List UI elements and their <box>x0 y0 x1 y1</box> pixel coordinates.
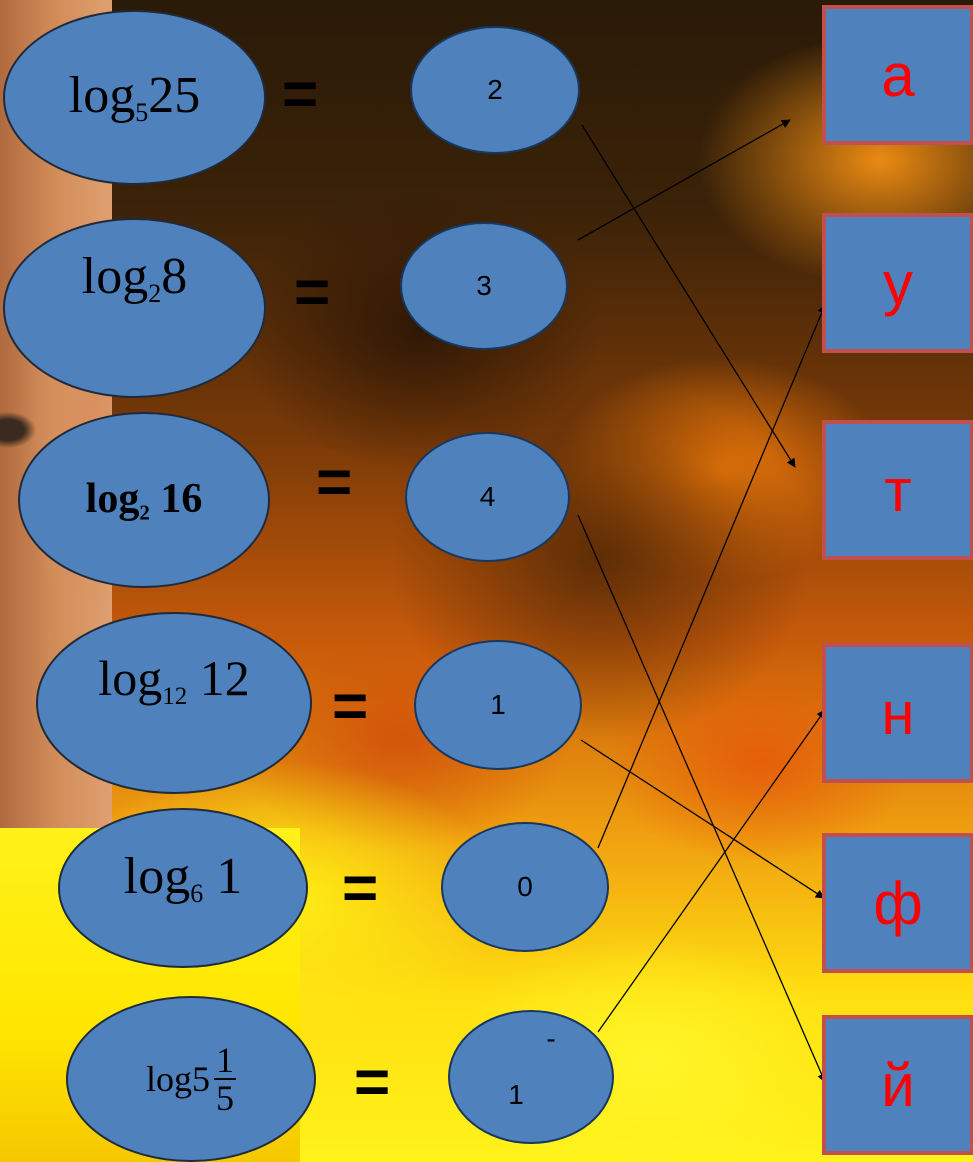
log-argument: 25 <box>148 67 201 125</box>
letter-box-i[interactable]: й <box>822 1015 973 1155</box>
arrow-4-to-i <box>577 514 826 1083</box>
equals-sign: = <box>354 1048 391 1117</box>
log-base: 6 <box>190 879 204 909</box>
expression-log2-8: log28 <box>3 218 266 398</box>
answer-minus-1[interactable]: - 1 <box>448 1010 614 1144</box>
answer-value: 2 <box>487 74 503 105</box>
log-text: log <box>145 1059 192 1099</box>
log-base: 5 <box>192 1059 210 1099</box>
log-text: log <box>85 475 140 522</box>
letter-text: а <box>881 41 915 109</box>
letter-box-n[interactable]: н <box>822 643 973 783</box>
log-argument: 1 <box>216 847 243 905</box>
log-base: 2 <box>139 500 150 525</box>
arrow-minus1-to-n <box>597 709 826 1033</box>
letter-text: н <box>881 679 915 747</box>
log-text: log <box>98 650 163 707</box>
log-argument: 16 <box>160 475 203 522</box>
answer-0[interactable]: 0 <box>441 822 609 952</box>
fraction-denominator: 5 <box>216 1078 234 1118</box>
answer-value: 0 <box>517 871 533 902</box>
expression-log6-1: log6 1 <box>58 808 308 968</box>
letter-box-f[interactable]: ф <box>822 833 973 973</box>
equals-sign: = <box>316 448 353 517</box>
answer-value: 1 <box>508 1079 524 1110</box>
letter-text: у <box>883 249 913 317</box>
letter-box-a[interactable]: а <box>822 5 973 145</box>
answer-value: 1 <box>490 689 506 720</box>
equals-sign: = <box>342 854 379 923</box>
letter-text: ф <box>873 869 923 937</box>
log-base: 12 <box>162 682 188 710</box>
arrow-3-to-a <box>577 119 791 241</box>
answer-4[interactable]: 4 <box>405 432 570 562</box>
answer-minus-sign: - <box>546 1023 556 1054</box>
letter-box-t[interactable]: т <box>822 420 973 560</box>
answer-value: 3 <box>476 270 492 301</box>
answer-value: 4 <box>479 481 496 512</box>
arrow-2-to-t <box>581 124 796 468</box>
letter-text: й <box>881 1051 915 1119</box>
fraction-numerator: 1 <box>214 1040 236 1080</box>
arrow-1-to-f <box>580 739 825 899</box>
letter-box-u[interactable]: у <box>822 213 973 353</box>
log-base: 2 <box>148 279 162 309</box>
expression-log12-12: log12 12 <box>36 612 312 794</box>
equals-sign: = <box>294 258 331 327</box>
answer-1[interactable]: 1 <box>414 640 582 770</box>
expression-log2-16: log2 16 <box>18 412 270 588</box>
log-text: log <box>123 847 191 905</box>
arrow-0-to-u <box>597 304 827 849</box>
log-text: log <box>68 67 136 125</box>
equals-sign: = <box>332 672 369 741</box>
answer-3[interactable]: 3 <box>400 222 568 350</box>
answer-2[interactable]: 2 <box>410 26 580 154</box>
expression-log5-25: log525 <box>3 10 266 185</box>
letter-text: т <box>884 456 912 524</box>
log-base: 5 <box>135 98 149 128</box>
fraction: 1 5 <box>214 1042 236 1116</box>
equals-sign: = <box>282 60 319 129</box>
log-text: log <box>81 247 149 305</box>
log-argument: 12 <box>199 650 250 707</box>
log-argument: 8 <box>161 247 188 305</box>
